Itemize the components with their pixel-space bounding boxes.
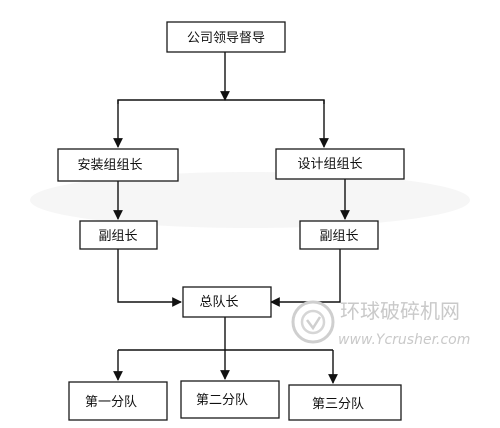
scan-smudge (30, 172, 470, 228)
node-deputy-left: 副组长 (79, 220, 158, 250)
node-team-3-label: 第三分队 (312, 397, 364, 412)
node-team-2-label: 第二分队 (196, 393, 248, 408)
node-team-2: 第二分队 (180, 380, 280, 419)
connectors (113, 52, 350, 384)
node-top: 公司领导督导 (166, 21, 286, 53)
connector-right-deputy-to-captain (270, 249, 341, 307)
node-team-3: 第三分队 (288, 384, 402, 421)
watermark-name: 环球破碎机网 (340, 299, 460, 323)
watermark: 环球破碎机网 www.Ycrusher.com (291, 299, 470, 348)
node-install-lead-label: 安装组组长 (77, 158, 142, 173)
node-design-lead: 设计组组长 (275, 148, 405, 180)
node-deputy-right-label: 副组长 (319, 229, 358, 244)
node-captain-label: 总队长 (199, 295, 238, 310)
node-team-1: 第一分队 (68, 381, 168, 421)
node-captain: 总队长 (182, 286, 272, 318)
node-top-label: 公司领导督导 (187, 31, 265, 46)
node-deputy-right: 副组长 (299, 220, 379, 250)
node-deputy-left-label: 副组长 (98, 229, 137, 244)
watermark-logo-icon (291, 300, 335, 344)
watermark-url: www.Ycrusher.com (338, 332, 470, 348)
node-install-lead: 安装组组长 (57, 148, 179, 182)
connector-left-deputy-to-captain (117, 249, 182, 307)
node-team-1-label: 第一分队 (85, 395, 137, 410)
connector-split-bar (117, 99, 325, 104)
node-design-lead-label: 设计组组长 (297, 157, 362, 172)
